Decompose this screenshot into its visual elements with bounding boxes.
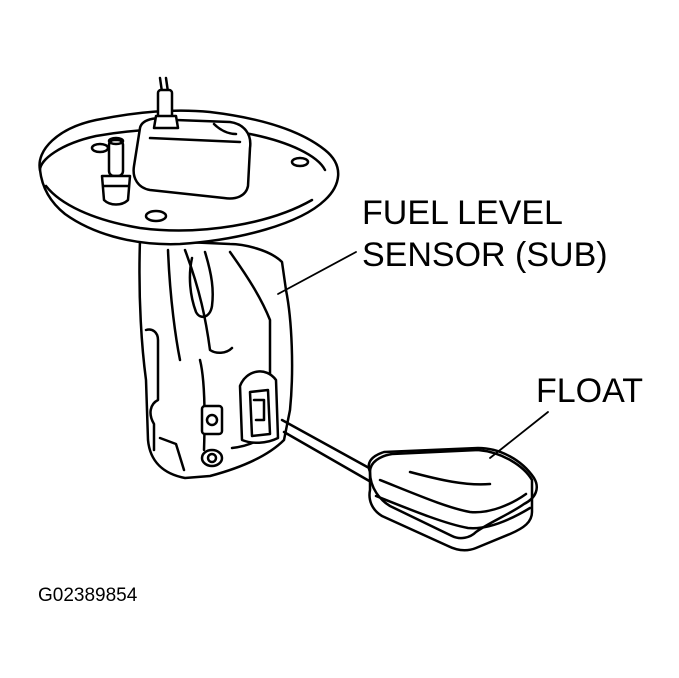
figure-id: G02389854 — [38, 585, 138, 606]
terminal-bracket — [202, 371, 278, 466]
sensor-label-line2: SENSOR (SUB) — [362, 236, 608, 274]
terminal-post — [102, 138, 130, 205]
sensor-leader-line — [278, 252, 356, 294]
float-leader-line — [490, 412, 548, 458]
float-arm — [282, 420, 380, 486]
wire-lead — [154, 78, 178, 128]
leader-lines — [278, 252, 548, 458]
float-label: FLOAT — [536, 372, 644, 410]
float-body — [369, 448, 537, 550]
center-housing — [134, 118, 251, 198]
sensor-label-line1: FUEL LEVEL — [362, 194, 563, 232]
